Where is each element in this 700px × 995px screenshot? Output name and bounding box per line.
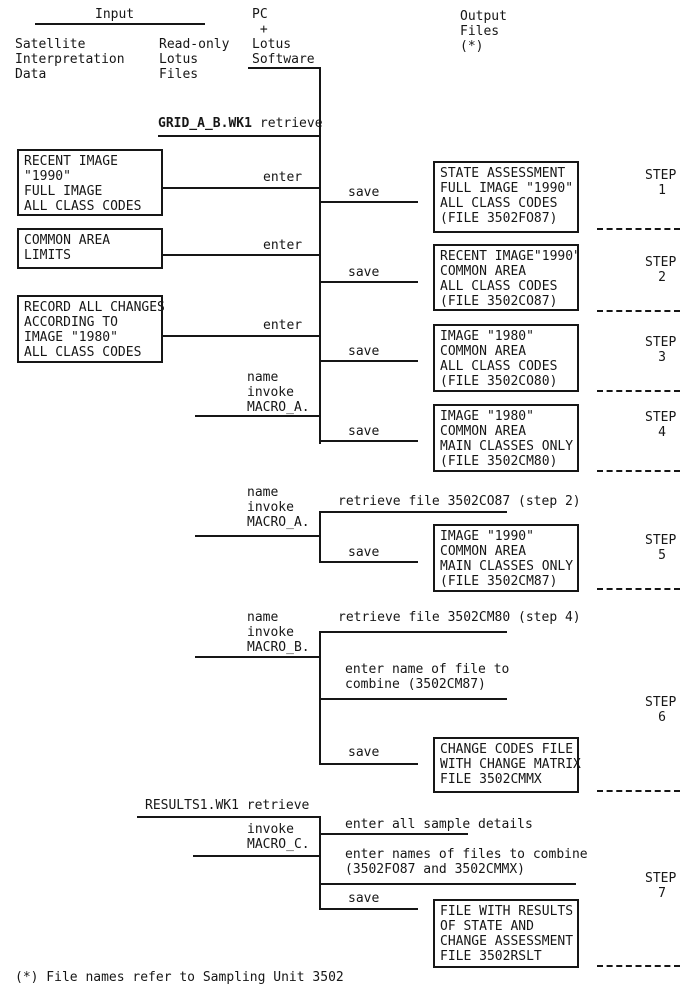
step-separator xyxy=(597,390,680,392)
step-word: STEP xyxy=(645,695,677,710)
enter-label: enter xyxy=(263,170,303,185)
connector-line xyxy=(320,561,418,563)
input-box: RECORD ALL CHANGES ACCORDING TO IMAGE "1… xyxy=(17,295,165,363)
connector-line xyxy=(158,135,321,137)
connector-line xyxy=(319,511,507,513)
connector-line xyxy=(320,281,418,283)
save-label: save xyxy=(348,344,380,359)
macro-label: name invoke MACRO_B. xyxy=(247,610,310,655)
step-number: 6 xyxy=(658,710,666,725)
enter-label: enter xyxy=(263,238,303,253)
col-header-pc-lotus: PC + Lotus Software xyxy=(252,7,315,67)
step-word: STEP xyxy=(645,335,677,350)
connector-line xyxy=(320,360,418,362)
retrieve-step2-label: retrieve file 3502CO87 (step 2) xyxy=(338,494,581,509)
grid-retrieve-action: GRID_A_B.WK1 retrieve xyxy=(158,116,323,131)
connector-line xyxy=(162,335,320,337)
connector-line xyxy=(193,855,321,857)
save-label: save xyxy=(348,185,380,200)
connector-line xyxy=(320,763,418,765)
connector-line xyxy=(319,698,507,700)
step-number: 4 xyxy=(658,425,666,440)
step-separator xyxy=(597,790,680,792)
save-label: save xyxy=(348,745,380,760)
step-word: STEP xyxy=(645,533,677,548)
enter-samples-label: enter all sample details xyxy=(345,817,533,832)
connector-line xyxy=(195,656,321,658)
step-number: 7 xyxy=(658,886,666,901)
spine-line xyxy=(319,816,321,910)
output-box: CHANGE CODES FILE WITH CHANGE MATRIX FIL… xyxy=(433,737,581,793)
input-box: RECENT IMAGE "1990" FULL IMAGE ALL CLASS… xyxy=(17,149,163,216)
connector-line xyxy=(248,67,321,69)
input-box: COMMON AREA LIMITS xyxy=(17,228,163,269)
save-label: save xyxy=(348,891,380,906)
step-separator xyxy=(597,588,680,590)
enter-combine-fo87-label: enter names of files to combine (3502FO8… xyxy=(345,847,588,877)
step-number: 2 xyxy=(658,270,666,285)
output-box: IMAGE "1980" COMMON AREA MAIN CLASSES ON… xyxy=(433,404,579,472)
connector-line xyxy=(195,415,321,417)
step-number: 1 xyxy=(658,183,666,198)
step-word: STEP xyxy=(645,410,677,425)
retrieve-step4-label: retrieve file 3502CM80 (step 4) xyxy=(338,610,581,625)
connector-line xyxy=(319,833,468,835)
input-header-underline xyxy=(35,23,205,25)
main-spine-line xyxy=(319,67,321,444)
grid-file-label: GRID_A_B.WK1 xyxy=(158,116,252,131)
step-word: STEP xyxy=(645,255,677,270)
connector-line xyxy=(162,187,320,189)
step-word: STEP xyxy=(645,168,677,183)
output-box: IMAGE "1980" COMMON AREA ALL CLASS CODES… xyxy=(433,324,579,392)
step-separator xyxy=(597,228,680,230)
connector-line xyxy=(162,254,320,256)
save-label: save xyxy=(348,545,380,560)
connector-line xyxy=(319,631,507,633)
output-box: IMAGE "1990" COMMON AREA MAIN CLASSES ON… xyxy=(433,524,579,592)
connector-line xyxy=(195,535,321,537)
step-separator xyxy=(597,310,680,312)
connector-line xyxy=(137,816,321,818)
col-header-readonly-files: Read-only Lotus Files xyxy=(159,37,230,82)
col-header-input: Input xyxy=(95,7,135,22)
macro-label: name invoke MACRO_A. xyxy=(247,485,310,530)
results-retrieve-label: RESULTS1.WK1 retrieve xyxy=(145,798,310,813)
enter-label: enter xyxy=(263,318,303,333)
output-box: STATE ASSESSMENT FULL IMAGE "1990" ALL C… xyxy=(433,161,579,233)
step-separator xyxy=(597,965,680,967)
step-number: 3 xyxy=(658,350,666,365)
col-header-output-files: Output Files (*) xyxy=(460,9,507,54)
output-box: FILE WITH RESULTS OF STATE AND CHANGE AS… xyxy=(433,899,579,968)
connector-line xyxy=(320,201,418,203)
save-label: save xyxy=(348,424,380,439)
connector-line xyxy=(320,908,418,910)
spine-line xyxy=(319,511,321,563)
save-label: save xyxy=(348,265,380,280)
enter-combine-cm87-label: enter name of file to combine (3502CM87) xyxy=(345,662,510,692)
connector-line xyxy=(319,883,576,885)
macro-label: invoke MACRO_C. xyxy=(247,822,310,852)
step-separator xyxy=(597,470,680,472)
output-box: RECENT IMAGE"1990" COMMON AREA ALL CLASS… xyxy=(433,244,581,311)
connector-line xyxy=(320,440,418,442)
step-number: 5 xyxy=(658,548,666,563)
retrieve-label: retrieve xyxy=(259,116,323,131)
step-word: STEP xyxy=(645,871,677,886)
macro-label: name invoke MACRO_A. xyxy=(247,370,310,415)
footnote: (*) File names refer to Sampling Unit 35… xyxy=(15,970,344,985)
col-header-satellite-data: Satellite Interpretation Data xyxy=(15,37,125,82)
